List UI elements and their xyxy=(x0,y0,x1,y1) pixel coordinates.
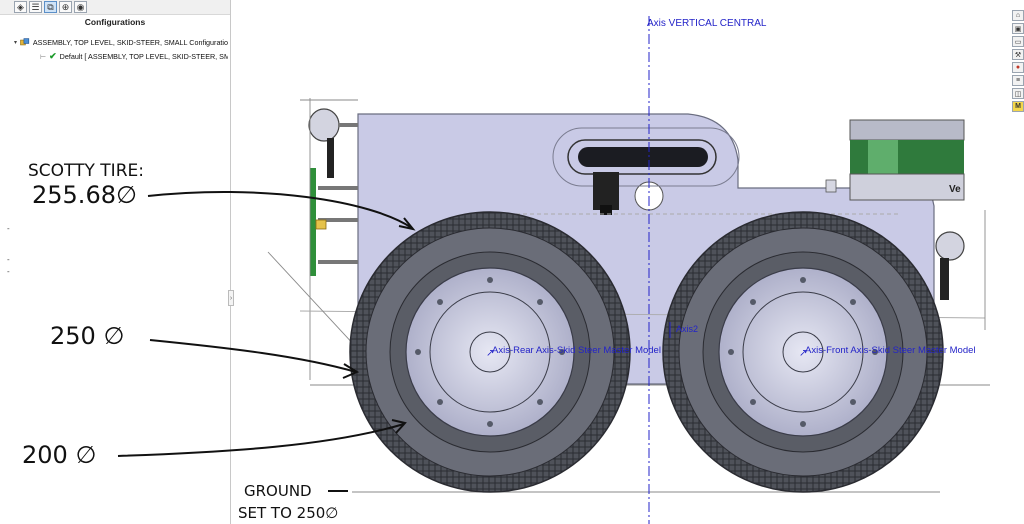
dimxpert-icon[interactable]: ⊕ xyxy=(59,1,72,13)
tire-dim-arrow xyxy=(147,190,413,229)
panel-splitter[interactable]: › xyxy=(228,290,234,306)
graphics-viewport[interactable]: Ve xyxy=(231,0,1007,524)
margin-mark: - xyxy=(7,255,10,264)
m-icon[interactable]: M xyxy=(1012,101,1024,112)
config-default-label: Default [ ASSEMBLY, TOP LEVEL, SKID-STEE… xyxy=(59,52,228,61)
circuit-board[interactable] xyxy=(310,168,316,276)
axis-front-marker: ↗ xyxy=(799,348,807,359)
dim-250-arrow xyxy=(149,339,357,373)
rear-hub xyxy=(405,267,575,437)
display-manager-icon[interactable]: ◉ xyxy=(74,1,87,13)
lidar-base xyxy=(849,173,965,201)
config-default-item[interactable]: ⊢ ✔ Default [ ASSEMBLY, TOP LEVEL, SKID-… xyxy=(40,51,228,62)
axis2-label: Axis2 xyxy=(676,324,698,334)
margin-mark: - xyxy=(7,267,10,276)
tools-icon[interactable]: ⚒ xyxy=(1012,49,1024,60)
panel-toolbar: ◈ ☰ ⧉ ⊕ ◉ xyxy=(0,0,230,15)
configuration-manager-panel: ◈ ☰ ⧉ ⊕ ◉ Configurations ▾ ASSEMBLY, TOP… xyxy=(0,0,231,524)
margin-mark: - xyxy=(7,224,10,233)
dim-200-note: 200 ∅ xyxy=(22,441,96,469)
camera-mount-foot xyxy=(600,205,612,215)
configuration-manager-icon[interactable]: ⧉ xyxy=(44,1,57,13)
front-hub xyxy=(718,267,888,437)
camera-lens-bar xyxy=(578,147,708,167)
axis-vertical-label: Axis VERTICAL CENTRAL xyxy=(647,18,767,29)
axis-front-label: Axis-Front Axis-Skid Steer Master Model xyxy=(805,345,976,356)
tree-connector-icon: ⊢ xyxy=(40,53,47,61)
ground-note: GROUND xyxy=(244,482,312,500)
expand-arrow-icon[interactable]: ▾ xyxy=(14,40,18,46)
config-root-item[interactable]: ▾ ASSEMBLY, TOP LEVEL, SKID-STEER, SMALL… xyxy=(14,38,228,47)
tire-title-note: SCOTTY TIRE: xyxy=(28,161,144,181)
lidar-label: Ve xyxy=(949,184,961,195)
property-manager-icon[interactable]: ☰ xyxy=(29,1,42,13)
list-icon[interactable]: ≡ xyxy=(1012,75,1024,86)
cube-icon[interactable]: ▣ xyxy=(1012,23,1024,34)
feature-manager-icon[interactable]: ◈ xyxy=(14,1,27,13)
dim-200-arrow xyxy=(117,423,405,457)
checkmark-icon: ✔ xyxy=(49,51,57,61)
connector xyxy=(315,219,327,230)
assembly-icon xyxy=(20,38,30,46)
front-light-stem xyxy=(940,258,949,300)
task-pane-tabs: ⌂ ▣ ▭ ⚒ ● ≡ ◫ M xyxy=(1012,10,1024,112)
front-wheel[interactable] xyxy=(662,211,944,493)
appearance-icon[interactable]: ● xyxy=(1012,62,1024,73)
arrow-head xyxy=(398,217,416,231)
lidar-post xyxy=(825,179,837,193)
dim-250-note: 250 ∅ xyxy=(50,322,124,350)
axis-rear-marker: ↗ xyxy=(486,348,494,359)
camera-mount xyxy=(593,172,619,210)
arrow-head xyxy=(342,363,360,379)
axis-rear-label: Axis-Rear Axis-Skid Steer Master Model xyxy=(492,345,661,356)
view-icon[interactable]: ◫ xyxy=(1012,88,1024,99)
rear-wheel[interactable] xyxy=(349,211,631,493)
home-icon[interactable]: ⌂ xyxy=(1012,10,1024,21)
arrow-head xyxy=(391,419,407,434)
config-root-label: ASSEMBLY, TOP LEVEL, SKID-STEER, SMALL C… xyxy=(32,38,228,47)
rear-light-stem xyxy=(327,138,334,178)
lidar-band-light xyxy=(868,140,898,174)
folder-icon[interactable]: ▭ xyxy=(1012,36,1024,47)
slot-outline xyxy=(552,127,740,187)
front-light[interactable] xyxy=(935,231,965,261)
ground-set-note: SET TO 250∅ xyxy=(238,504,338,522)
panel-title: Configurations xyxy=(84,17,146,27)
tire-dim-note: 255.68∅ xyxy=(32,181,137,209)
